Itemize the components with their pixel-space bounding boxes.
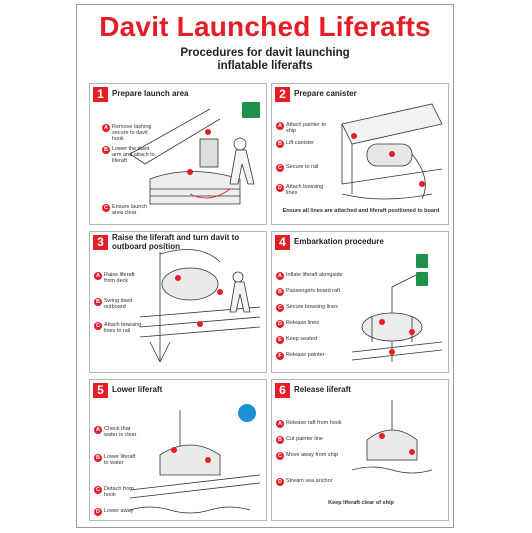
step-d: D Lower away [94,508,134,516]
step-b: B Lift canister [276,140,315,148]
illustration-raise-liferaft [139,249,261,363]
step-b: B Cut painter line [276,436,323,444]
illustration-prepare-launch-area [129,108,255,205]
subtitle-line-1: Procedures for davit launching [180,47,350,59]
raft-hook-sign-icon [238,404,256,422]
step-c: C Move away from ship [276,452,338,460]
step-b: B Swing davit outboard [94,298,133,311]
panel-6: 6 Release liferaft A Release raft from h… [271,379,449,521]
step-a: A Attach painter to ship [276,122,327,135]
panel-number: 3 [93,235,108,250]
step-a: A Check that water is clear [94,426,137,439]
panel-title: Prepare canister [294,89,357,98]
step-d: D Release lines [276,320,320,328]
step-a: A Raise liferaft from deck [94,272,135,285]
panel-3: 3 Raise the liferaft and turn davit to o… [89,231,267,373]
panel-number: 1 [93,87,108,102]
illustration-prepare-canister [341,103,443,200]
panel-title: Release liferaft [294,385,351,394]
step-c: C Attach bowsing lines to rail [94,322,142,335]
panel-5: 5 Lower liferaft A Check that water is c… [89,379,267,521]
panel-2: 2 Prepare canister A Attach painter to s… [271,83,449,225]
step-c: C Secure to rail [276,164,319,172]
step-a: A Inflate liferaft alongside [276,272,343,280]
panel-4: 4 Embarkation procedure A Inflate lifera… [271,231,449,373]
panel-title: Prepare launch area [112,89,189,98]
step-c: C Ensure launch area clear [102,204,148,217]
davit-sign-icon [416,272,428,286]
poster-subtitle: Procedures for davit launching inflatabl… [77,47,453,73]
poster-title: Davit Launched Liferafts [99,11,431,42]
step-e: E Keep seated [276,336,356,344]
safety-poster: Davit Launched Liferafts Procedures for … [76,4,454,528]
panel-title: Embarkation procedure [294,237,384,246]
panel-note: Keep liferaft clear of ship [328,500,394,506]
panel-number: 6 [275,383,290,398]
liferaft-sign-icon [242,102,260,118]
step-b: B Lower the davit arm and attach to life… [102,146,155,165]
embarkation-sign-icon [416,254,428,268]
panel-number: 4 [275,235,290,250]
panel-number: 2 [275,87,290,102]
panel-title: Lower liferaft [112,385,163,394]
panel-note: Ensure all lines are attached and lifera… [282,208,440,214]
step-d: D Stream sea anchor [276,478,333,486]
step-b: B Lower liferaft to water [94,454,136,467]
step-a: A Release raft from hook [276,420,342,428]
panel-title: Raise the liferaft and turn davit to out… [112,233,240,251]
step-c: C Detach from hook [94,486,134,499]
step-b: B Passengers board raft [276,288,341,296]
illustration-release-liferaft [351,400,433,474]
step-d: D Attach bowsing lines [276,184,324,197]
illustration-lower-liferaft [129,410,261,514]
step-c: C Secure bowsing lines [276,304,338,312]
subtitle-line-2: inflatable liferafts [217,60,313,72]
step-a: A Remove lashing secure to davit hook [102,124,152,143]
panel-number: 5 [93,383,108,398]
panel-1: 1 Prepare launch area A Remove lashing s… [89,83,267,225]
step-f: F Release painter [276,352,376,360]
illustration-embarkation [351,271,443,362]
